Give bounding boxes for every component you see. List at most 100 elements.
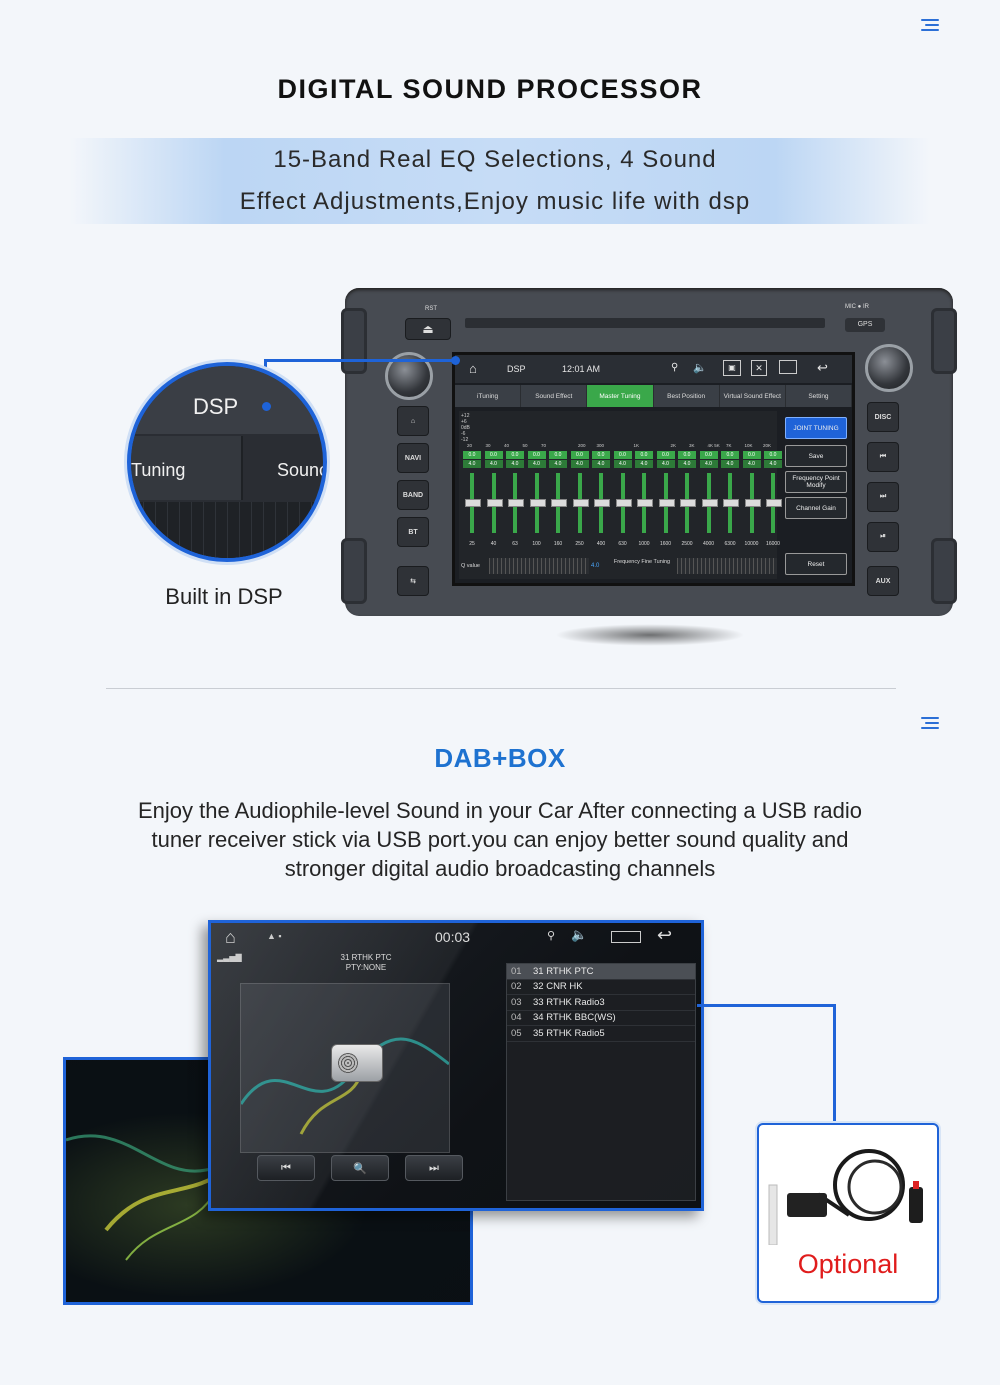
home-icon[interactable]: ⌂ (225, 927, 236, 947)
band-slider-handle[interactable] (723, 499, 739, 507)
db-tick: -6 (461, 431, 466, 437)
top-frequency-tick: 40 (504, 443, 510, 448)
section-title-dab: DAB+BOX (434, 743, 566, 773)
fine-tuning-slider[interactable] (677, 558, 777, 574)
reset-button[interactable]: Reset (785, 553, 847, 575)
search-button[interactable]: 🔍 (331, 1155, 389, 1181)
band-slider-handle[interactable] (594, 499, 610, 507)
q-value-slider[interactable] (489, 558, 589, 574)
pty-label: PTY:NONE (345, 963, 387, 972)
next-station-button[interactable]: ⏭ (405, 1155, 463, 1181)
prev-station-button[interactable]: ⏮ (257, 1155, 315, 1181)
tab-ituning[interactable]: iTuning (455, 385, 522, 407)
band-slider-handle[interactable] (744, 499, 761, 507)
clock: 12:01 AM (562, 364, 601, 374)
channel-gain-button[interactable]: Channel Gain (785, 497, 847, 519)
screenshot-icon[interactable]: ▣ (723, 360, 741, 376)
prev-button[interactable]: ⏮ (867, 442, 899, 472)
gps-slot[interactable]: GPS (845, 318, 885, 332)
band-frequency: 63 (512, 541, 518, 547)
zoom-tab-sound: Sounc (277, 460, 327, 480)
bt-button[interactable]: BT (397, 517, 429, 547)
home-button[interactable]: ⌂ (397, 406, 429, 436)
band-slider-handle[interactable] (572, 499, 589, 507)
tab-setting[interactable]: Setting (786, 385, 853, 407)
q-value-label: Q value (461, 563, 480, 569)
band-slider-handle[interactable] (529, 499, 546, 507)
signal-icon: ▂▃▅▇ (217, 953, 242, 962)
menu-lines-icon[interactable] (921, 19, 939, 31)
band-slider-handle[interactable] (680, 499, 696, 507)
band-slider-handle[interactable] (615, 499, 632, 507)
now-playing: 31 RTHK PTC PTY:NONE (321, 953, 411, 973)
next-button[interactable]: ⏭ (867, 482, 899, 512)
band-button[interactable]: BAND (397, 480, 429, 510)
band-slider-handle[interactable] (486, 499, 503, 507)
back-icon[interactable]: ↩ (817, 360, 828, 375)
window-icon[interactable] (611, 931, 641, 943)
band-slider-handle[interactable] (766, 499, 782, 507)
frequency-point-modify-button[interactable]: Frequency Point Modify (785, 471, 847, 493)
dab-description-line-3: stronger digital audio broadcasting chan… (284, 856, 716, 881)
band-slider-handle[interactable] (508, 499, 524, 507)
home-icon[interactable]: ⌂ (469, 361, 477, 376)
band-slider-handle[interactable] (465, 499, 481, 507)
usb-port[interactable]: ⇆ (397, 566, 429, 596)
tab-sound-effect[interactable]: Sound Effect (521, 385, 588, 407)
menu-lines-icon[interactable] (921, 717, 939, 729)
aux-port[interactable]: AUX (867, 566, 899, 596)
back-icon[interactable]: ↩ (657, 925, 673, 945)
navi-button[interactable]: NAVI (397, 443, 429, 473)
station-title: 32 CNR HK (533, 981, 583, 993)
disc-button[interactable]: DISC (867, 402, 899, 432)
band-frequency: 100 (532, 541, 541, 547)
db-tick: -12 (461, 437, 469, 443)
band-frequency: 2500 (681, 541, 693, 547)
callout-dot (451, 356, 460, 365)
band-slider-handle[interactable] (551, 499, 567, 507)
tune-knob[interactable] (865, 344, 913, 392)
volume-icon[interactable]: 🔈 (693, 362, 707, 374)
close-icon[interactable]: ✕ (751, 360, 767, 376)
band-slider-handle[interactable] (658, 499, 675, 507)
unit-shadow (555, 624, 745, 646)
play-pause-button[interactable]: ⏯ (867, 522, 899, 552)
band-slider-handle[interactable] (701, 499, 718, 507)
tab-master-tuning[interactable]: Master Tuning (587, 385, 654, 407)
save-button[interactable]: Save (785, 445, 847, 467)
tab-best-position[interactable]: Best Position (654, 385, 720, 407)
mount-bracket (931, 538, 957, 604)
top-frequency-tick: 20K (763, 443, 772, 448)
eject-button[interactable]: ⏏ (405, 318, 451, 340)
volume-icon[interactable]: 🔈 (571, 927, 588, 942)
mount-bracket (931, 308, 957, 374)
band-frequency: 1600 (659, 541, 672, 547)
joint-tuning-button[interactable]: JOINT TUNING (785, 417, 847, 439)
station-name: 31 RTHK PTC (340, 953, 392, 962)
tab-virtual-sound-effect[interactable]: Virtual Sound Effect (720, 385, 786, 407)
zoom-dsp-label: DSP (193, 394, 239, 419)
connector-line (697, 1004, 835, 1007)
band-slider-handle[interactable] (637, 499, 653, 507)
window-icon[interactable] (779, 360, 797, 374)
